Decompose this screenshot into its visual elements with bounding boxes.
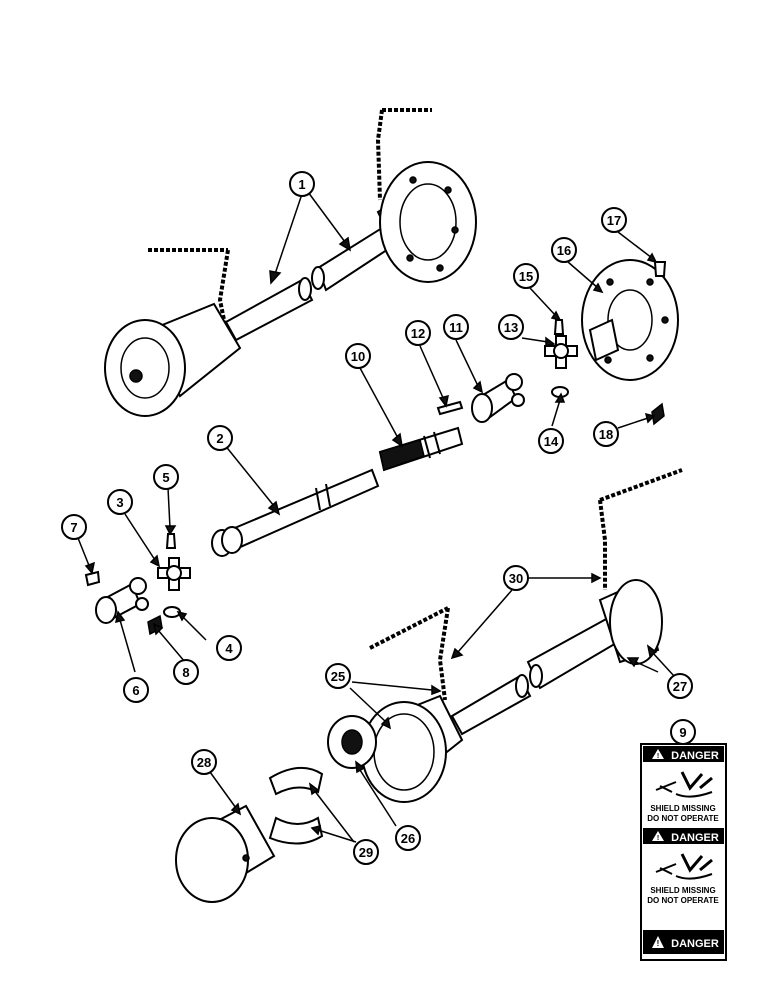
callout-27: 27 bbox=[667, 673, 693, 699]
svg-text:30: 30 bbox=[509, 571, 523, 586]
svg-text:DANGER: DANGER bbox=[671, 750, 719, 762]
callout-9: 9 bbox=[670, 719, 696, 745]
danger-band-1: ! DANGER bbox=[643, 746, 724, 762]
svg-text:8: 8 bbox=[182, 665, 189, 680]
svg-text:6: 6 bbox=[132, 683, 139, 698]
callout-8: 8 bbox=[173, 659, 199, 685]
safety-chain-upper-left bbox=[148, 248, 230, 341]
svg-text:14: 14 bbox=[544, 434, 559, 449]
callout-29: 29 bbox=[353, 839, 379, 865]
callout-12: 12 bbox=[405, 320, 431, 346]
svg-text:10: 10 bbox=[351, 349, 365, 364]
svg-text:17: 17 bbox=[607, 213, 621, 228]
safety-chain-upper-right bbox=[375, 108, 432, 201]
svg-text:9: 9 bbox=[679, 725, 686, 740]
shield-cup-28 bbox=[175, 804, 276, 903]
svg-text:15: 15 bbox=[519, 269, 533, 284]
callouts: 1 2 3 4 5 6 7 8 9 10 11 12 13 14 15 16 1… bbox=[61, 171, 696, 865]
safety-chain-lower-left bbox=[369, 606, 450, 701]
callout-16: 16 bbox=[551, 237, 577, 263]
callout-3: 3 bbox=[107, 489, 133, 515]
cross-and-bearing-13 bbox=[544, 335, 578, 369]
grease-fitting-17 bbox=[653, 261, 667, 277]
svg-text:DO NOT OPERATE: DO NOT OPERATE bbox=[647, 814, 719, 823]
svg-text:DANGER: DANGER bbox=[671, 938, 719, 950]
svg-text:DO NOT OPERATE: DO NOT OPERATE bbox=[647, 896, 719, 905]
svg-text:25: 25 bbox=[331, 669, 345, 684]
grease-fitting-7 bbox=[84, 570, 101, 587]
svg-text:1: 1 bbox=[298, 177, 305, 192]
roll-pin bbox=[436, 400, 464, 416]
upper-shaft-assembly bbox=[104, 108, 477, 417]
svg-text:SHIELD MISSING: SHIELD MISSING bbox=[650, 804, 715, 813]
callout-26: 26 bbox=[395, 825, 421, 851]
svg-text:18: 18 bbox=[599, 427, 613, 442]
callout-5: 5 bbox=[153, 464, 179, 490]
shield-disk-right bbox=[379, 161, 477, 283]
callout-2: 2 bbox=[207, 425, 233, 451]
callout-11: 11 bbox=[443, 314, 469, 340]
callout-18: 18 bbox=[593, 421, 619, 447]
svg-text:4: 4 bbox=[225, 641, 233, 656]
callout-6: 6 bbox=[123, 677, 149, 703]
bearing-half-upper bbox=[268, 767, 324, 796]
lower-shaft-assembly bbox=[361, 468, 683, 803]
svg-text:2: 2 bbox=[216, 431, 223, 446]
svg-text:DANGER: DANGER bbox=[671, 832, 719, 844]
callout-1: 1 bbox=[289, 171, 315, 197]
shield-bell-left-mouth bbox=[104, 319, 186, 417]
entanglement-pictogram-1 bbox=[643, 764, 724, 800]
svg-text:!: ! bbox=[657, 835, 659, 842]
danger-decal: ! DANGER SHIELD MISSING DO NOT OPERATE !… bbox=[640, 743, 727, 961]
svg-text:13: 13 bbox=[504, 320, 518, 335]
callout-30: 30 bbox=[503, 565, 529, 591]
svg-text:16: 16 bbox=[557, 243, 571, 258]
grease-fitting-5 bbox=[165, 533, 177, 549]
inner-shaft-half bbox=[228, 468, 380, 550]
leader-lines bbox=[77, 191, 675, 843]
grease-fitting-15 bbox=[553, 319, 565, 335]
spring-18 bbox=[651, 402, 665, 426]
bearing-ring-26 bbox=[327, 715, 377, 769]
cross-and-flange-parts bbox=[544, 259, 679, 426]
callout-4: 4 bbox=[216, 635, 242, 661]
svg-text:3: 3 bbox=[116, 495, 123, 510]
callout-15: 15 bbox=[513, 263, 539, 289]
svg-text:7: 7 bbox=[70, 520, 77, 535]
svg-text:!: ! bbox=[657, 753, 659, 760]
entanglement-pictogram-2 bbox=[643, 846, 724, 882]
svg-text:28: 28 bbox=[197, 755, 211, 770]
svg-text:29: 29 bbox=[359, 845, 373, 860]
svg-text:!: ! bbox=[657, 939, 660, 948]
callout-14: 14 bbox=[538, 428, 564, 454]
flange-yoke-16 bbox=[581, 259, 679, 381]
yoke-6 bbox=[95, 577, 149, 624]
danger-band-3: ! DANGER bbox=[643, 930, 724, 954]
danger-band-2: ! DANGER bbox=[643, 828, 724, 844]
svg-text:12: 12 bbox=[411, 326, 425, 341]
callout-28: 28 bbox=[191, 749, 217, 775]
cross-and-bearing-3 bbox=[157, 557, 191, 591]
safety-chain-lower-right bbox=[598, 468, 683, 590]
bearing-parts bbox=[175, 715, 377, 903]
svg-text:SHIELD MISSING: SHIELD MISSING bbox=[650, 886, 715, 895]
svg-text:5: 5 bbox=[162, 470, 169, 485]
callout-17: 17 bbox=[601, 207, 627, 233]
center-shaft-parts bbox=[211, 373, 525, 557]
callout-25: 25 bbox=[325, 663, 351, 689]
svg-text:26: 26 bbox=[401, 831, 415, 846]
callout-10: 10 bbox=[345, 343, 371, 369]
svg-text:11: 11 bbox=[449, 320, 463, 335]
bearing-half-lower bbox=[268, 816, 324, 845]
callout-7: 7 bbox=[61, 514, 87, 540]
left-yoke-parts bbox=[84, 533, 191, 636]
callout-13: 13 bbox=[498, 314, 524, 340]
svg-text:27: 27 bbox=[673, 679, 687, 694]
